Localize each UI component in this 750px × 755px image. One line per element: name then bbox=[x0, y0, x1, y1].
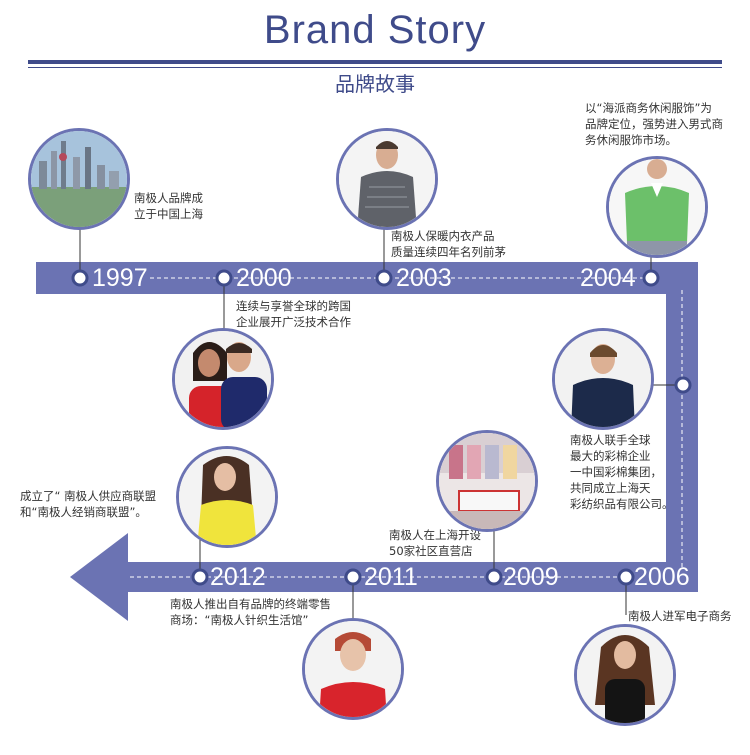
brand-story-subtitle: 品牌故事 bbox=[335, 72, 415, 96]
dot-2011 bbox=[344, 568, 362, 586]
man-navy-tee-photo bbox=[552, 328, 654, 430]
dot-2004 bbox=[642, 269, 660, 287]
caption-2003: 南极人保暖内衣产品 质量连续四年名列前茅 bbox=[391, 229, 506, 259]
year-2012: 2012 bbox=[210, 563, 266, 591]
caption-2009: 南极人在上海开设 50家社区直营店 bbox=[389, 528, 481, 558]
dot-2000 bbox=[215, 269, 233, 287]
store-interior-photo bbox=[436, 430, 538, 532]
year-2004: 2004 bbox=[580, 264, 636, 292]
caption-2000: 连续与享誉全球的跨国 企业展开广泛技术合作 bbox=[236, 299, 351, 329]
dot-2012 bbox=[191, 568, 209, 586]
dot-2006 bbox=[617, 568, 635, 586]
title-underline-thin bbox=[28, 67, 722, 68]
title-underline-thick bbox=[28, 60, 722, 64]
woman-red-top-photo bbox=[302, 618, 404, 720]
brand-story-title: Brand Story bbox=[263, 8, 487, 52]
year-2006: 2006 bbox=[634, 563, 690, 591]
green-polo-photo bbox=[606, 156, 708, 258]
caption-2006: 南极人进军电子商务 bbox=[628, 609, 732, 623]
dot-2005 bbox=[674, 376, 692, 394]
dot-1997 bbox=[71, 269, 89, 287]
caption-2011: 南极人推出自有品牌的终端零售 商场：“南极人针织生活馆” bbox=[170, 597, 331, 627]
woman-yellow-top-photo bbox=[176, 446, 278, 548]
woman-black-tee-photo bbox=[574, 624, 676, 726]
year-1997: 1997 bbox=[92, 264, 148, 292]
dot-2003 bbox=[375, 269, 393, 287]
year-2000: 2000 bbox=[236, 264, 292, 292]
caption-2012: 成立了“ 南极人供应商联盟 和“南极人经销商联盟”。 bbox=[20, 489, 157, 519]
caption-2004: 以“海派商务休闲服饰”为 品牌定位，强势进入男式商 务休闲服饰市场。 bbox=[585, 101, 723, 147]
man-thermal-wear-photo bbox=[336, 128, 438, 230]
caption-1997: 南极人品牌成 立于中国上海 bbox=[134, 191, 203, 221]
year-2011: 2011 bbox=[364, 563, 418, 591]
dot-2009 bbox=[485, 568, 503, 586]
city-skyline-photo bbox=[28, 128, 130, 230]
year-2003: 2003 bbox=[396, 264, 452, 292]
year-2009: 2009 bbox=[503, 563, 559, 591]
couple-photo bbox=[172, 328, 274, 430]
caption-2005: 南极人联手全球 最大的彩棉企业 一中国彩棉集团， 共同成立上海天 彩纺织品有限公… bbox=[570, 433, 674, 511]
